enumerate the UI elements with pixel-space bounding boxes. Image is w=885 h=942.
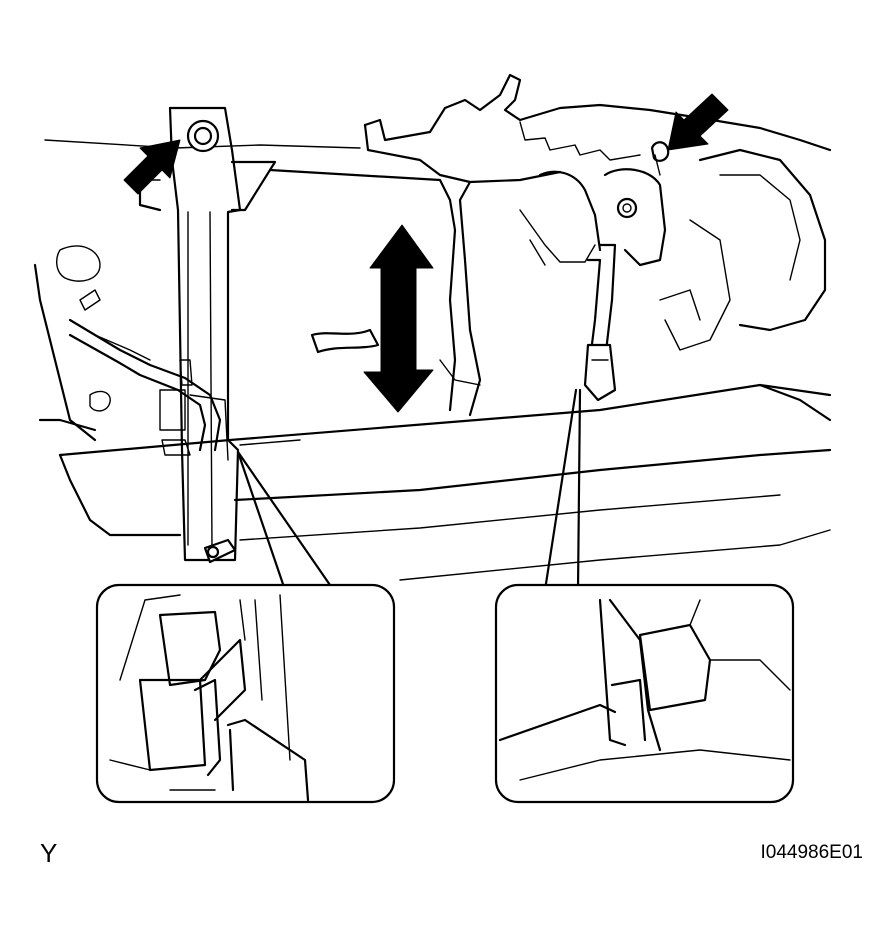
hose-line bbox=[68, 318, 222, 452]
detail-callout-right bbox=[494, 583, 795, 804]
pointer-arrow-top-left bbox=[123, 139, 181, 195]
view-label: Y bbox=[40, 838, 58, 868]
front-bumper bbox=[58, 383, 832, 581]
radiator-core bbox=[268, 168, 482, 417]
double-headed-vertical-arrow bbox=[310, 224, 434, 413]
callout-pointer-right bbox=[543, 388, 582, 592]
figure-code: I044986E01 bbox=[760, 842, 864, 863]
left-support-bracket bbox=[138, 106, 277, 564]
detail-callout-left bbox=[95, 583, 396, 804]
pointer-arrow-top-right bbox=[667, 93, 729, 151]
right-support-rod bbox=[519, 141, 670, 402]
callout-pointer-left bbox=[236, 450, 332, 592]
engine-bay-background bbox=[33, 73, 832, 442]
